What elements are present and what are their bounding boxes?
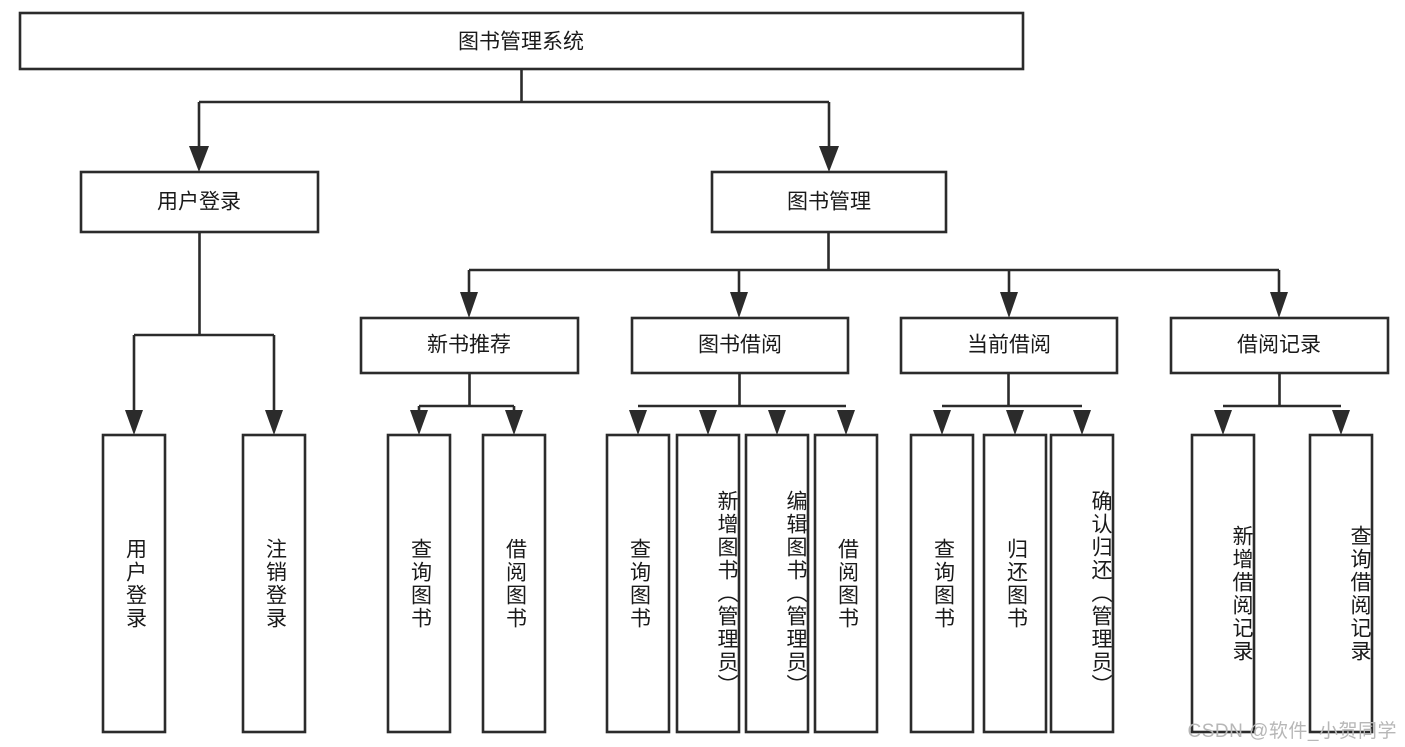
arrow-to-leaf-borrow-book-2	[837, 410, 855, 435]
leaf-add-book-box[interactable]	[675, 433, 741, 734]
arrow-to-leaf-add-book	[699, 410, 717, 435]
arrow-to-leaf-borrow-book-1	[505, 410, 523, 435]
connector-group-book-borrow	[629, 373, 855, 435]
connector-group-user-login	[125, 232, 283, 435]
arrow-to-leaf-add-record	[1214, 410, 1232, 435]
node-root-label: 图书管理系统	[458, 31, 584, 54]
connector-group-root	[189, 69, 839, 172]
node-user-login[interactable]: 用户登录	[79, 170, 320, 234]
leaf-query-book-2-box[interactable]	[605, 433, 671, 734]
node-book-manage[interactable]: 图书管理	[710, 170, 948, 234]
node-book-manage-box[interactable]	[710, 170, 948, 234]
connector-group-borrow-record	[1214, 373, 1350, 435]
leaf-logout-login-box[interactable]	[241, 433, 307, 734]
node-new-book-rec-label: 新书推荐	[427, 334, 511, 357]
connector-group-current-borrow	[933, 373, 1091, 435]
leaf-box-group	[101, 433, 1374, 734]
leaf-query-book-1-box[interactable]	[386, 433, 452, 734]
leaf-query-record-box[interactable]	[1308, 433, 1374, 734]
arrow-to-leaf-edit-book	[768, 410, 786, 435]
node-book-borrow[interactable]: 图书借阅	[630, 316, 850, 375]
arrow-root-to-book-manage	[819, 146, 839, 172]
node-root-box[interactable]	[18, 11, 1025, 71]
node-current-borrow-box[interactable]	[899, 316, 1119, 375]
node-current-borrow-label: 当前借阅	[967, 334, 1051, 357]
node-new-book-rec-box[interactable]	[359, 316, 580, 375]
node-borrow-record-box[interactable]	[1169, 316, 1390, 375]
leaf-user-login-box[interactable]	[101, 433, 167, 734]
node-borrow-record-label: 借阅记录	[1237, 334, 1321, 357]
watermark: CSDN @软件_小贺同学	[1187, 721, 1397, 742]
leaf-confirm-return-box[interactable]	[1049, 433, 1115, 734]
leaf-return-book-box[interactable]	[982, 433, 1048, 734]
node-user-login-label: 用户登录	[157, 191, 241, 214]
arrow-to-leaf-confirm-return	[1073, 410, 1091, 435]
arrow-to-leaf-query-book-2	[629, 410, 647, 435]
arrow-to-leaf-query-book-1	[410, 410, 428, 435]
connector-group-new-book-rec	[410, 373, 523, 435]
leaf-add-record-box[interactable]	[1190, 433, 1256, 734]
leaf-borrow-book-1-box[interactable]	[481, 433, 547, 734]
arrow-to-leaf-query-book-3	[933, 410, 951, 435]
arrow-root-to-user-login	[189, 146, 209, 172]
arrow-to-leaf-return-book	[1006, 410, 1024, 435]
node-new-book-rec[interactable]: 新书推荐	[359, 316, 580, 375]
leaf-edit-book-box[interactable]	[744, 433, 810, 734]
node-book-borrow-label: 图书借阅	[698, 334, 782, 357]
arrow-to-borrow-record	[1270, 292, 1288, 318]
arrow-to-book-borrow	[730, 292, 748, 318]
connector-group-book-manage	[460, 232, 1288, 318]
node-book-borrow-box[interactable]	[630, 316, 850, 375]
arrow-to-leaf-user-login	[125, 410, 143, 435]
node-current-borrow[interactable]: 当前借阅	[899, 316, 1119, 375]
node-user-login-box[interactable]	[79, 170, 320, 234]
node-borrow-record[interactable]: 借阅记录	[1169, 316, 1390, 375]
arrow-to-leaf-logout-login	[265, 410, 283, 435]
arrow-to-new-book-rec	[460, 292, 478, 318]
node-root[interactable]: 图书管理系统	[18, 11, 1025, 71]
leaf-borrow-book-2-box[interactable]	[813, 433, 879, 734]
arrow-to-leaf-query-record	[1332, 410, 1350, 435]
node-book-manage-label: 图书管理	[787, 191, 871, 214]
leaf-query-book-3-box[interactable]	[909, 433, 975, 734]
arrow-to-current-borrow	[1000, 292, 1018, 318]
